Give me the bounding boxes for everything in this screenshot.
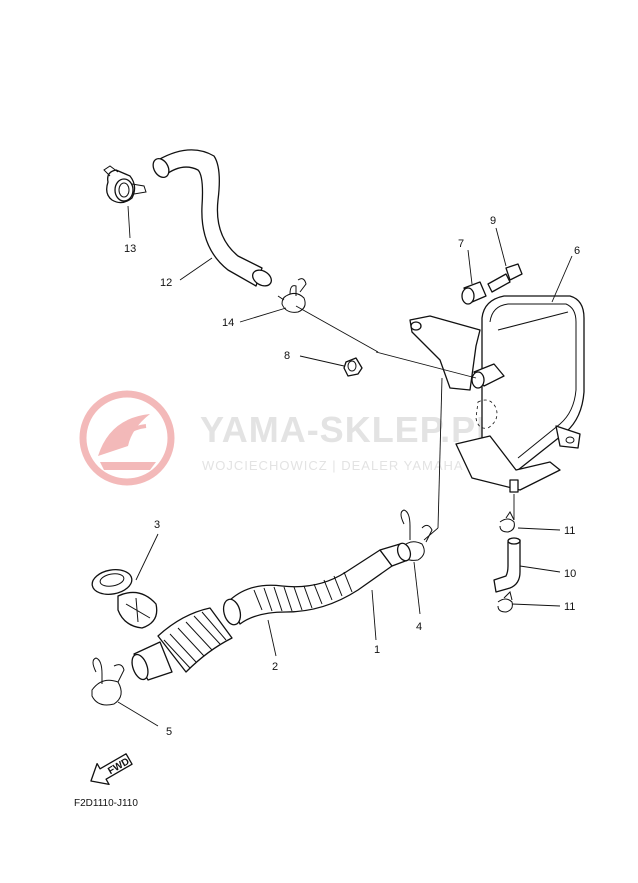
callout-10: 10 bbox=[564, 568, 576, 580]
callout-6: 6 bbox=[574, 245, 580, 257]
callout-12: 12 bbox=[160, 277, 172, 289]
callout-3: 3 bbox=[154, 519, 160, 531]
callout-2: 2 bbox=[272, 661, 278, 673]
callouts: 13 12 14 8 7 9 6 3 1 2 4 5 11 10 11 bbox=[124, 215, 580, 738]
watermark-brand: YAMA-SKLEP.PL bbox=[200, 409, 499, 450]
part-13-clip bbox=[277, 278, 307, 313]
fwd-label: FWD bbox=[106, 756, 131, 777]
callout-4: 4 bbox=[416, 621, 422, 633]
watermark-tagline: WOJCIECHOWICZ | DEALER YAMAHA bbox=[202, 458, 464, 473]
callout-11-upper: 11 bbox=[564, 525, 575, 537]
part-1-corrugated-hose bbox=[222, 542, 412, 626]
callout-14: 13 bbox=[124, 243, 136, 255]
part-3-cap bbox=[91, 569, 158, 629]
callout-11-lower: 11 bbox=[564, 601, 575, 613]
part-14-clamp bbox=[103, 165, 147, 204]
part-9-bolt bbox=[487, 263, 523, 293]
hidden-outline bbox=[475, 399, 498, 429]
callout-9: 9 bbox=[490, 215, 496, 227]
part-5-clip bbox=[91, 657, 125, 706]
part-11-clip-upper bbox=[499, 511, 515, 533]
part-2-joint bbox=[131, 607, 233, 681]
callout-1: 1 bbox=[374, 644, 380, 656]
callout-13: 14 bbox=[222, 317, 234, 329]
leader-lines bbox=[117, 205, 573, 727]
watermark-logo bbox=[79, 390, 175, 486]
part-8-grommet bbox=[343, 357, 363, 377]
part-12-hose bbox=[152, 149, 272, 287]
callout-8: 8 bbox=[284, 350, 290, 362]
fwd-arrow-icon: FWD bbox=[90, 753, 133, 786]
part-7-collar bbox=[461, 281, 487, 305]
part-10-small-hose bbox=[493, 537, 521, 593]
part-6-separator-box bbox=[409, 295, 585, 493]
callout-7: 7 bbox=[458, 238, 464, 250]
figure-code: F2D1110-J110 bbox=[74, 798, 138, 809]
part-11-clip-lower bbox=[497, 591, 513, 613]
watermark: YAMA-SKLEP.PL WOJCIECHOWICZ | DEALER YAM… bbox=[79, 390, 499, 486]
callout-5: 5 bbox=[166, 726, 172, 738]
